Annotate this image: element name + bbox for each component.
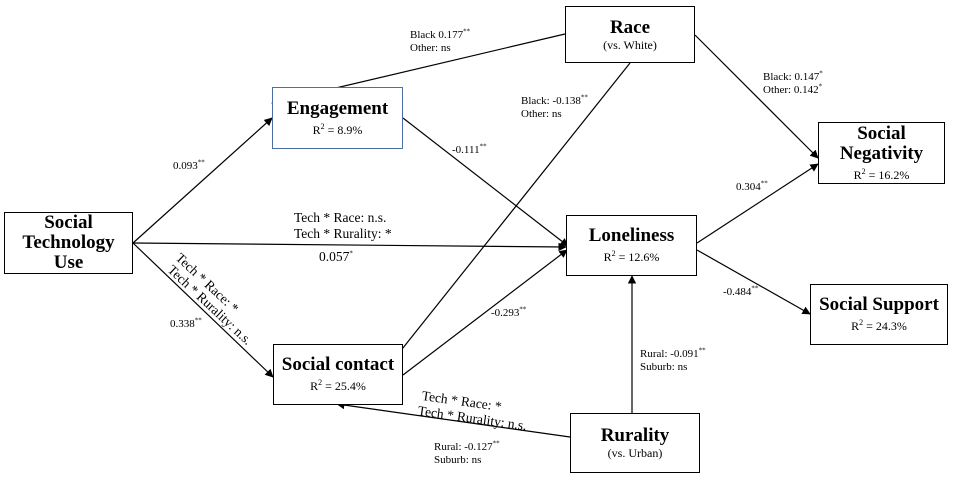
- stu-line2: Technology: [22, 232, 115, 253]
- social-contact-r2: R2 = 25.4%: [310, 378, 366, 393]
- label-loneliness-social-negativity: 0.304**: [736, 179, 768, 193]
- social-contact-node: Social contact R2 = 25.4%: [273, 344, 403, 405]
- label-rurality-loneliness: Rural: -0.091** Suburb: ns: [640, 346, 706, 373]
- race-subtitle: (vs. White): [603, 37, 657, 52]
- edge-loneliness-social-support: [696, 249, 811, 315]
- label-race-social-negativity: Black: 0.147* Other: 0.142*: [763, 69, 823, 96]
- engagement-title: Engagement: [286, 97, 389, 119]
- label-engagement-loneliness: -0.111**: [452, 142, 487, 156]
- edge-engagement-loneliness: [402, 117, 569, 247]
- stu-line3: Use: [53, 252, 84, 273]
- label-loneliness-social-support: -0.484**: [723, 284, 759, 298]
- label-tech-loneliness-line2: Tech * Rurality: *: [294, 226, 392, 241]
- label-tech-loneliness-value: 0.057*: [319, 249, 353, 264]
- social-contact-title: Social contact: [281, 354, 395, 375]
- social-negativity-r2: R2 = 16.2%: [853, 166, 910, 182]
- race-node: Race (vs. White): [565, 6, 695, 63]
- social-negativity-title-line2: Negativity: [839, 142, 924, 164]
- social-support-node: Social Support R2 = 24.3%: [810, 284, 948, 345]
- social-support-r2: R2 = 24.3%: [851, 318, 907, 333]
- loneliness-r2: R2 = 12.6%: [603, 249, 660, 264]
- edge-rurality-social-contact: [336, 400, 571, 438]
- edge-race-social-contact: [382, 62, 631, 374]
- social-technology-use-node: Social Technology Use: [4, 212, 133, 274]
- label-tech-engagement: 0.093**: [173, 158, 205, 172]
- social-negativity-node: Social Negativity R2 = 16.2%: [818, 122, 945, 184]
- label-contact-loneliness: -0.293**: [491, 305, 527, 319]
- label-tech-contact-value: 0.338**: [170, 316, 202, 330]
- edge-race-social-negativity: [694, 34, 819, 159]
- label-race-social-contact: Black: -0.138** Other: ns: [521, 93, 588, 120]
- social-negativity-title-line1: Social: [857, 122, 906, 144]
- edge-tech-social-contact: [132, 242, 274, 378]
- rurality-node: Rurality (vs. Urban): [570, 413, 700, 473]
- loneliness-node: Loneliness R2 = 12.6%: [566, 215, 697, 276]
- social-support-title: Social Support: [819, 294, 939, 315]
- label-race-engagement: Black 0.177** Other: ns: [410, 27, 471, 54]
- race-title: Race: [609, 16, 651, 38]
- edge-contact-loneliness: [402, 249, 568, 376]
- rurality-subtitle: (vs. Urban): [607, 446, 663, 460]
- loneliness-title: Loneliness: [588, 225, 675, 246]
- engagement-r2: R2 = 8.9%: [312, 121, 363, 137]
- edge-loneliness-social-negativity: [696, 163, 819, 244]
- edge-tech-engagement: [132, 117, 273, 244]
- label-tech-loneliness-line1: Tech * Race: n.s.: [294, 210, 387, 225]
- engagement-node: Engagement R2 = 8.9%: [272, 87, 403, 149]
- rurality-title: Rurality: [600, 425, 670, 446]
- stu-line1: Social: [44, 212, 93, 233]
- label-rurality-contact-values: Rural: -0.127** Suburb: ns: [434, 439, 500, 466]
- edge-tech-loneliness: [132, 242, 567, 252]
